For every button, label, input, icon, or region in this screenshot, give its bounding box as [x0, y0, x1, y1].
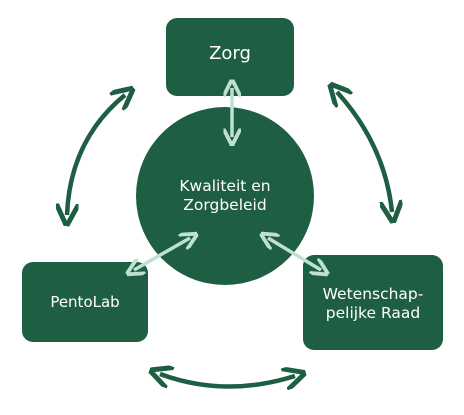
- outer-arrow-bottom: [160, 374, 295, 387]
- outer-arrow-right: [337, 92, 392, 212]
- inner-arrow-left: [134, 238, 190, 270]
- node-zorg-label: Zorg: [166, 32, 294, 76]
- node-center-line1: Kwaliteit en: [179, 176, 271, 195]
- outer-arrow-left: [67, 95, 125, 215]
- node-pentolab-label: PentoLab: [22, 270, 148, 334]
- node-zorg-text: Zorg: [209, 42, 251, 64]
- node-raad-line1: Wetenschap-: [322, 284, 424, 303]
- node-raad-line2: pelijke Raad: [325, 304, 421, 322]
- node-pentolab: [22, 262, 148, 342]
- inner-arrow-right: [268, 238, 321, 270]
- node-center-line2: Zorgbeleid: [183, 196, 267, 214]
- node-center-label: Kwaliteit en Zorgbeleid: [140, 166, 310, 226]
- node-wetenschappelijke-raad: [303, 255, 443, 350]
- node-pentolab-text: PentoLab: [50, 292, 120, 311]
- node-zorg: [166, 18, 294, 96]
- node-raad-label: Wetenschap- pelijke Raad: [303, 266, 443, 342]
